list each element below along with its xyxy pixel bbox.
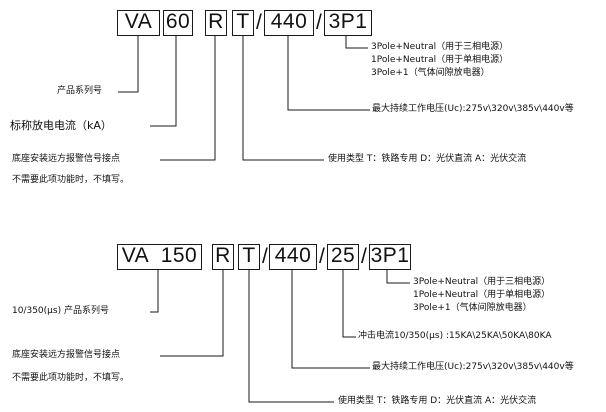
d1-label-usage: 使用类型 T：铁路专用 D：光伏直流 A：光伏交流 — [328, 154, 527, 164]
d1-connector-current — [150, 36, 177, 127]
d2-connector-series — [150, 270, 159, 313]
d1-connector-remote — [160, 36, 216, 161]
d1-connector-voltage — [287, 36, 370, 111]
d1-label-remote-line2: 不需要此项功能时，不填写。 — [12, 175, 130, 185]
d2-box-series: VA 150 — [117, 244, 202, 270]
d2-connector-remote — [160, 270, 224, 357]
d1-label-current: 标称放电电流（kA） — [10, 119, 112, 132]
d2-connector-pole — [386, 270, 410, 284]
d1-label-pole-3: 3Pole+1（气体间隙放电器） — [371, 68, 490, 78]
d2-label-pole-3: 3Pole+1（气体间隙放电器） — [413, 303, 532, 313]
d1-separator-1: / — [256, 11, 262, 34]
d1-separator-2: / — [316, 11, 322, 34]
d1-box-usage: T — [232, 10, 254, 36]
d2-connector-voltage — [291, 270, 370, 369]
d2-label-pole-1: 3Pole+Neutral（用于三相电源） — [413, 277, 551, 287]
d1-box-remote-alarm: R — [205, 10, 227, 36]
d1-connector-usage — [242, 36, 324, 161]
d1-box-series: VA — [117, 10, 160, 36]
d2-box-pole: 3P1 — [369, 244, 411, 270]
d2-label-usage: 使用类型 T：铁路专用 D：光伏直流 A：光伏交流 — [338, 396, 537, 406]
d1-label-series: 产品系列号 — [57, 86, 103, 96]
d2-box-impulse: 25 — [327, 244, 359, 270]
d2-box-voltage: 440 — [269, 244, 317, 270]
d2-label-remote-line1: 底座安装远方报警信号接点 — [12, 350, 121, 360]
d1-label-pole-1: 3Pole+Neutral（用于三相电源） — [371, 42, 509, 52]
d2-label-voltage: 最大持续工作电压(Uc):275v\320v\385v\440v等 — [372, 362, 574, 372]
d1-box-pole: 3P1 — [324, 10, 372, 36]
d2-connector-usage — [248, 270, 334, 403]
d1-label-remote-line1: 底座安装远方报警信号接点 — [12, 154, 121, 164]
d2-label-pole-2: 1Pole+Neutral（用于单相电源） — [413, 290, 551, 300]
d1-box-voltage: 440 — [264, 10, 314, 36]
d2-separator-2: / — [319, 245, 325, 268]
d2-label-impulse: 冲击电流10/350(μs) :15KA\25KA\50KA\80KA — [358, 331, 552, 341]
d2-connector-impulse — [342, 270, 356, 338]
d2-label-series: 10/350(μs) 产品系列号 — [12, 306, 109, 316]
d2-separator-3: / — [361, 245, 367, 268]
d1-label-pole-2: 1Pole+Neutral（用于单相电源） — [371, 55, 509, 65]
d1-connector-pole — [345, 36, 368, 49]
d2-label-remote-line2: 不需要此项功能时，不填写。 — [12, 373, 130, 383]
d1-connector-series — [118, 36, 139, 93]
d1-box-current: 60 — [163, 10, 193, 36]
d2-box-usage: T — [238, 244, 260, 270]
d2-box-remote-alarm: R — [212, 244, 234, 270]
d2-separator-1: / — [262, 245, 268, 268]
d1-label-voltage: 最大持续工作电压(Uc):275v\320v\385v\440v等 — [372, 104, 574, 114]
